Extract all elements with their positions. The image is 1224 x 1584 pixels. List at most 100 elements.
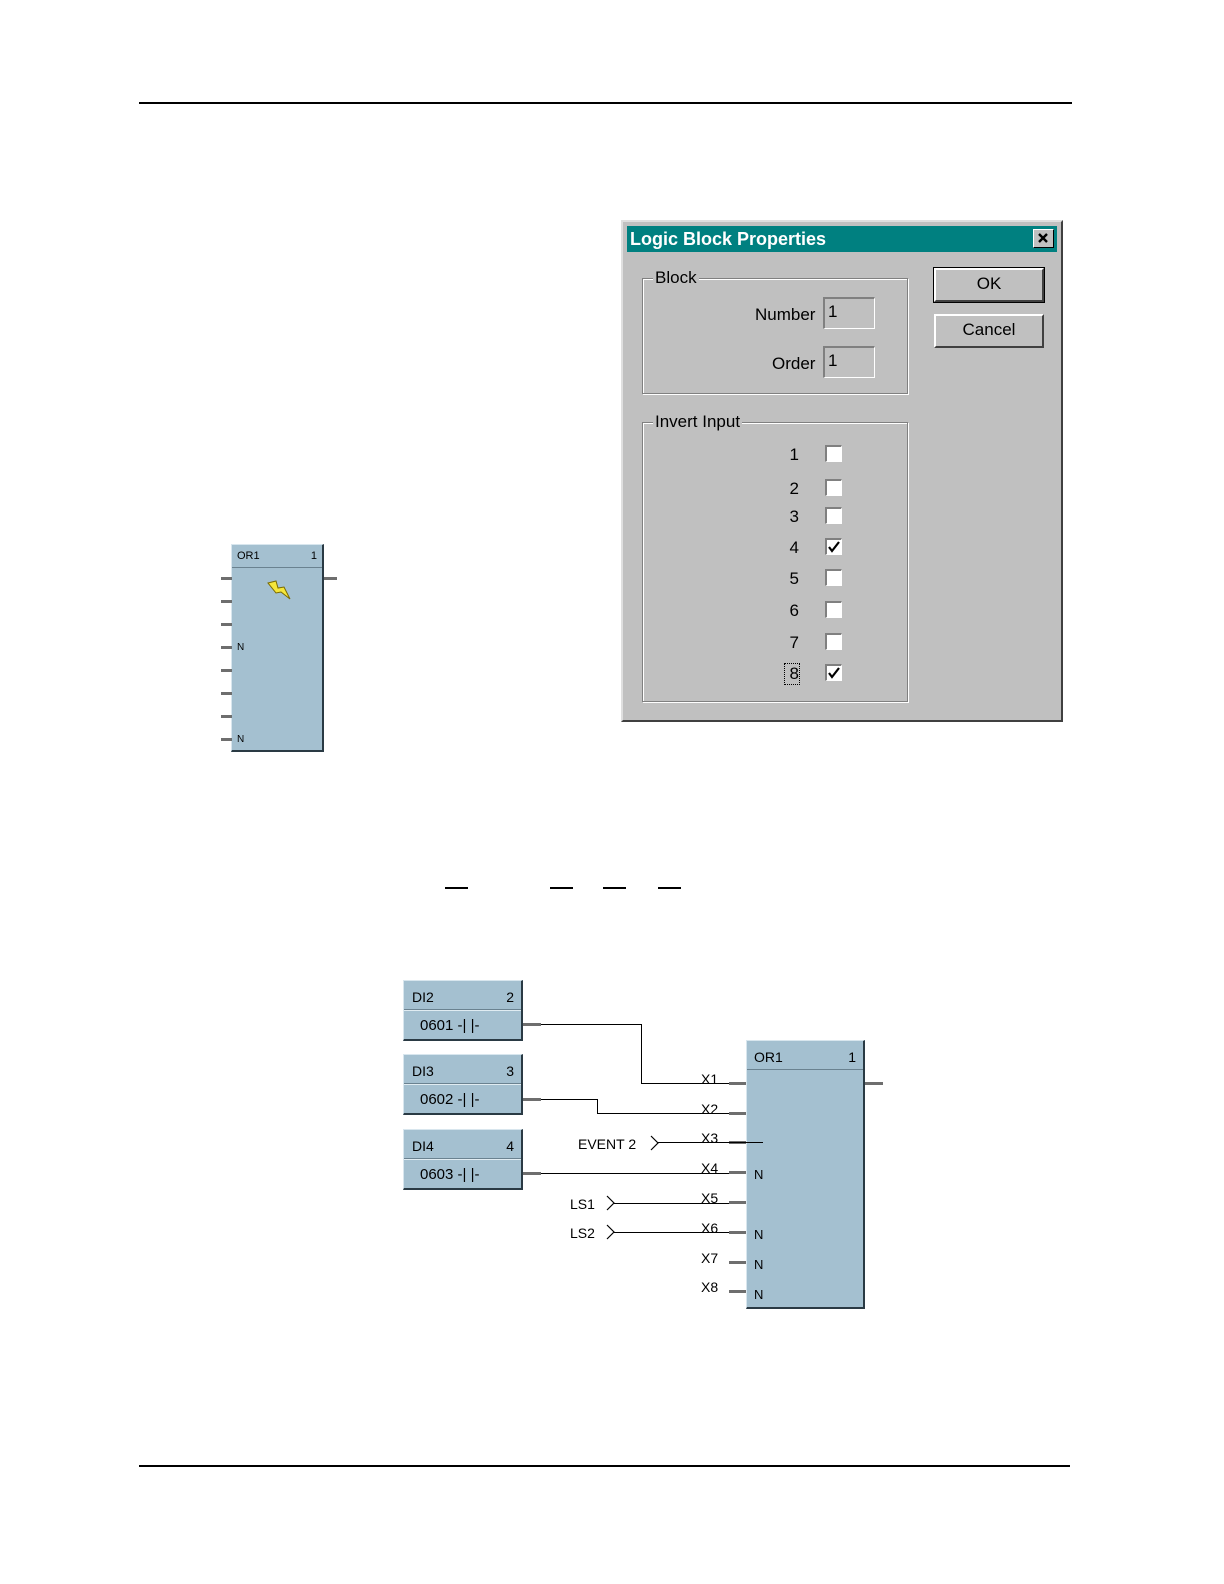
- invert-checkbox-4[interactable]: [825, 538, 842, 555]
- signal-connector-icon: [606, 1195, 616, 1211]
- close-button[interactable]: [1033, 229, 1054, 248]
- order-field[interactable]: 1: [823, 346, 875, 378]
- invert-checkbox-1[interactable]: [825, 445, 842, 462]
- input-label-x7: X7: [701, 1250, 718, 1266]
- input-label-x8: X8: [701, 1279, 718, 1295]
- input-pin-x5[interactable]: [729, 1201, 746, 1204]
- input-pin-x8[interactable]: [729, 1290, 746, 1293]
- block-name: OR1: [754, 1049, 783, 1065]
- block-order: 2: [506, 989, 514, 1005]
- wire-event2-x3: [658, 1142, 763, 1143]
- checkmark-icon: [827, 540, 841, 554]
- block-title-bar: DI4 4: [404, 1130, 521, 1159]
- number-label: Number: [755, 305, 815, 325]
- invert-input-label: 3: [785, 507, 799, 527]
- input-pin[interactable]: [221, 600, 232, 603]
- invert-mark: N: [754, 1167, 763, 1182]
- wire-di3-x2: [541, 1099, 598, 1100]
- input-pin[interactable]: [221, 692, 232, 695]
- input-pin-x2[interactable]: [729, 1112, 746, 1115]
- invert-input-label: 4: [785, 538, 799, 558]
- di-value: 0603 -| |-: [404, 1159, 521, 1188]
- output-pin[interactable]: [523, 1098, 541, 1101]
- invert-checkbox-2[interactable]: [825, 479, 842, 496]
- di2-block[interactable]: DI2 2 0601 -| |-: [403, 980, 523, 1041]
- block-title-bar: OR1 1: [232, 545, 322, 568]
- block-name: DI4: [412, 1138, 434, 1154]
- invert-input-group: Invert Input 1 2 3 4 5 6 7: [642, 422, 908, 702]
- invert-mark: N: [754, 1287, 763, 1302]
- di-value-text: 0603 -| |-: [420, 1166, 480, 1183]
- block-name: DI2: [412, 989, 434, 1005]
- input-pin[interactable]: [221, 577, 232, 580]
- checkmark-icon: [827, 666, 841, 680]
- lightning-icon: [266, 579, 292, 603]
- invert-input-group-label: Invert Input: [653, 412, 742, 432]
- block-group-label: Block: [653, 268, 699, 288]
- invert-mark: N: [237, 642, 244, 653]
- di4-block[interactable]: DI4 4 0603 -| |-: [403, 1129, 523, 1190]
- output-pin[interactable]: [865, 1082, 883, 1085]
- block-title-bar: DI3 3: [404, 1055, 521, 1084]
- footer-rule: [139, 1465, 1070, 1467]
- signal-connector-icon: [606, 1224, 616, 1240]
- di-value: 0601 -| |-: [404, 1010, 521, 1039]
- wire-ls1-x5: [614, 1203, 729, 1204]
- input-pin[interactable]: [221, 738, 232, 741]
- overline-mark: [658, 887, 681, 889]
- di3-block[interactable]: DI3 3 0602 -| |-: [403, 1054, 523, 1115]
- wire-di4-x4: [541, 1173, 729, 1174]
- wire-di2-x1: [641, 1024, 642, 1084]
- header-rule: [139, 102, 1072, 104]
- block-title-bar: DI2 2: [404, 981, 521, 1010]
- di-value: 0602 -| |-: [404, 1084, 521, 1113]
- block-group: Block Number 1 Order 1: [642, 278, 908, 394]
- invert-checkbox-6[interactable]: [825, 601, 842, 618]
- block-name: OR1: [237, 550, 260, 562]
- invert-input-label: 1: [785, 445, 799, 465]
- signal-label-event2: EVENT 2: [578, 1136, 636, 1152]
- block-order: 1: [311, 550, 317, 562]
- output-pin[interactable]: [324, 577, 337, 580]
- output-pin[interactable]: [523, 1172, 541, 1175]
- or1-block[interactable]: OR1 1 N N N N: [746, 1040, 865, 1309]
- invert-mark: N: [237, 734, 244, 745]
- invert-input-label: 5: [785, 569, 799, 589]
- dialog-title: Logic Block Properties: [630, 229, 826, 249]
- output-pin[interactable]: [523, 1023, 541, 1026]
- input-pin-x4[interactable]: [729, 1171, 746, 1174]
- signal-label-ls1: LS1: [570, 1196, 595, 1212]
- input-pin[interactable]: [221, 715, 232, 718]
- di-value-text: 0601 -| |-: [420, 1017, 480, 1034]
- invert-checkbox-7[interactable]: [825, 633, 842, 650]
- input-pin[interactable]: [221, 623, 232, 626]
- invert-mark: N: [754, 1257, 763, 1272]
- block-order: 4: [506, 1138, 514, 1154]
- cancel-button[interactable]: Cancel: [934, 314, 1044, 348]
- dialog-titlebar[interactable]: Logic Block Properties: [627, 226, 1057, 252]
- input-pin-x6[interactable]: [729, 1231, 746, 1234]
- overline-mark: [603, 887, 626, 889]
- input-pin[interactable]: [221, 669, 232, 672]
- invert-checkbox-8[interactable]: [825, 664, 842, 681]
- invert-checkbox-5[interactable]: [825, 569, 842, 586]
- overline-mark: [550, 887, 573, 889]
- block-order: 3: [506, 1063, 514, 1079]
- wire-di2-x1: [541, 1024, 642, 1025]
- number-field[interactable]: 1: [823, 297, 875, 329]
- block-title-bar: OR1 1: [747, 1041, 863, 1070]
- input-pin-x7[interactable]: [729, 1261, 746, 1264]
- or1-block-small[interactable]: OR1 1 N N: [231, 544, 324, 752]
- wire-di3-x2: [597, 1113, 729, 1114]
- ok-button[interactable]: OK: [934, 268, 1044, 302]
- input-label-x1: X1: [701, 1071, 718, 1087]
- wire-di2-x1: [641, 1083, 729, 1084]
- input-pin-x1[interactable]: [729, 1082, 746, 1085]
- input-label-x2: X2: [701, 1101, 718, 1117]
- signal-connector-icon: [650, 1135, 660, 1151]
- input-pin[interactable]: [221, 646, 232, 649]
- overline-mark: [445, 887, 468, 889]
- invert-checkbox-3[interactable]: [825, 507, 842, 524]
- wire-di3-x2: [597, 1099, 598, 1114]
- di-value-text: 0602 -| |-: [420, 1091, 480, 1108]
